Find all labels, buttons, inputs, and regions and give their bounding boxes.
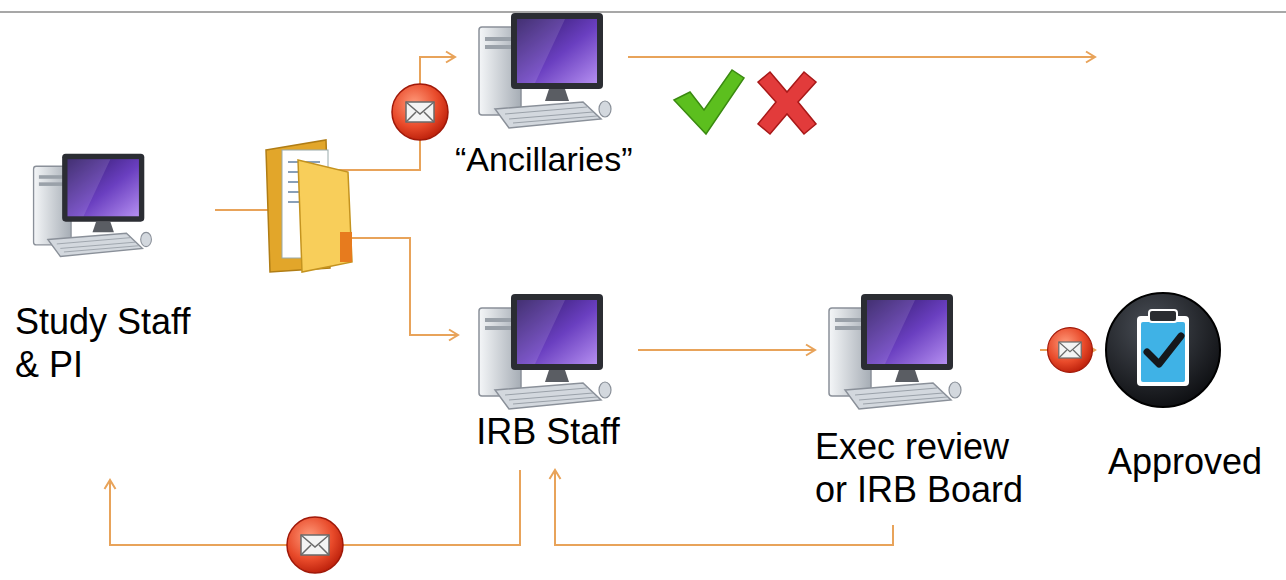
computer-node: IRB Staff <box>458 285 638 470</box>
computer-node: Approved <box>1095 285 1275 500</box>
computer-icon <box>825 290 965 415</box>
computer-icon <box>475 290 615 415</box>
email-icon <box>287 517 343 573</box>
node-label: Approved <box>1095 440 1275 483</box>
reject-cross <box>758 72 816 134</box>
computer-icon <box>475 9 615 134</box>
email-icon <box>1048 328 1093 373</box>
computer-node: Exec review or IRB Board <box>815 285 1040 525</box>
computer-node: Study Staff & PI <box>15 150 215 480</box>
folder-icon <box>266 140 352 272</box>
node-label: “Ancillaries” <box>455 138 705 181</box>
computer-icon <box>30 150 155 262</box>
node-label: IRB Staff <box>458 410 638 453</box>
approve-check <box>674 70 744 134</box>
computer-node: “Ancillaries” <box>455 5 705 185</box>
outgoing-arrow <box>628 56 1095 58</box>
node-label: Study Staff & PI <box>15 300 215 386</box>
node-label: Exec review or IRB Board <box>815 425 1040 511</box>
email-icon <box>392 84 448 140</box>
clipboard-icon <box>1103 290 1223 410</box>
top-rule <box>0 11 1286 13</box>
flow-arrow <box>638 349 815 351</box>
